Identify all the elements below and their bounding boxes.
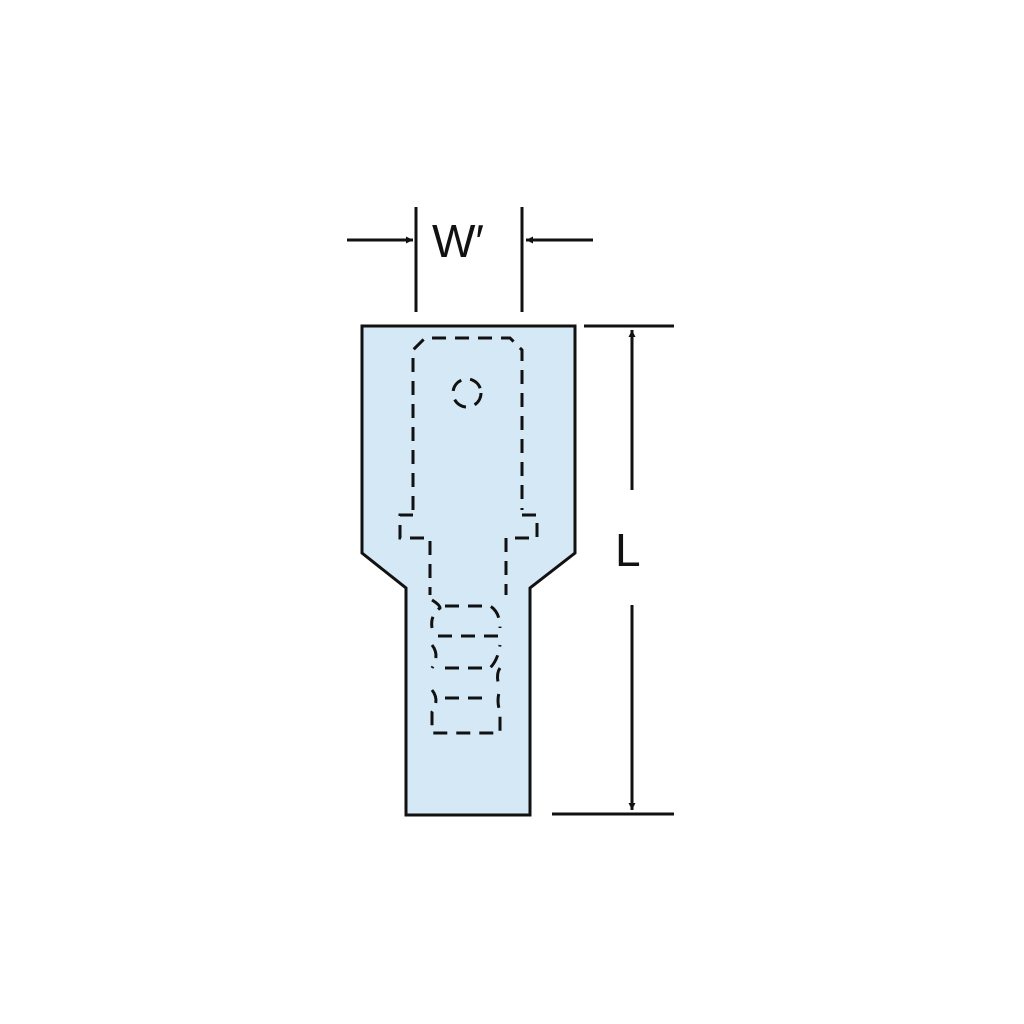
width-label: W′	[432, 215, 484, 267]
terminal-body	[360, 324, 577, 817]
length-label: L	[615, 524, 641, 576]
length-dimension	[552, 324, 674, 816]
internal-contact-outline	[398, 336, 539, 735]
contact-dimple	[451, 377, 483, 409]
width-dimension	[347, 207, 593, 312]
